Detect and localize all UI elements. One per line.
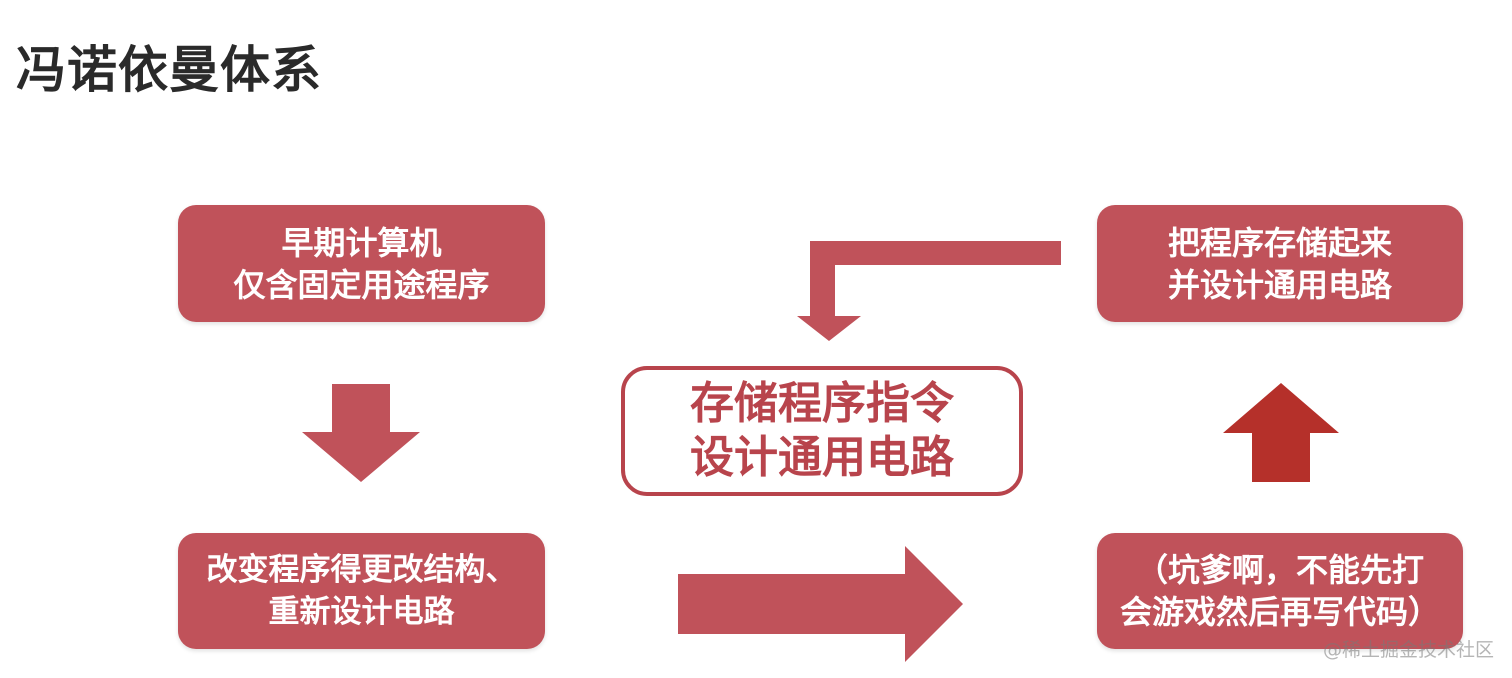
down-arrow [302,384,420,482]
box-store-line1: 把程序存储起来 [1167,223,1392,262]
right-arrow [678,546,963,662]
box-early-line1: 早期计算机 [281,223,442,262]
elbow-arrow [797,241,1061,341]
box-store-line2: 并设计通用电路 [1167,265,1392,304]
center-line2: 设计通用电路 [690,432,954,483]
center-concept-box: 存储程序指令 设计通用电路 [621,366,1023,496]
center-line1: 存储程序指令 [690,378,954,429]
box-change-structure: 改变程序得更改结构、 重新设计电路 [178,533,545,649]
box-change-line1: 改变程序得更改结构、 [206,552,517,588]
box-game-comment: （坑爹啊，不能先打 会游戏然后再写代码） [1097,533,1463,649]
box-store-program: 把程序存储起来 并设计通用电路 [1097,205,1463,322]
watermark: @稀土掘金技术社区 [1322,639,1494,661]
box-game-line2: 会游戏然后再写代码） [1119,593,1440,631]
box-game-line1: （坑爹啊，不能先打 [1135,551,1424,589]
box-change-line2: 重新设计电路 [268,594,455,630]
box-early-computer: 早期计算机 仅含固定用途程序 [178,205,545,322]
box-early-line2: 仅含固定用途程序 [233,265,490,304]
up-arrow [1223,383,1339,482]
slide-title: 冯诺依曼体系 [16,41,322,99]
